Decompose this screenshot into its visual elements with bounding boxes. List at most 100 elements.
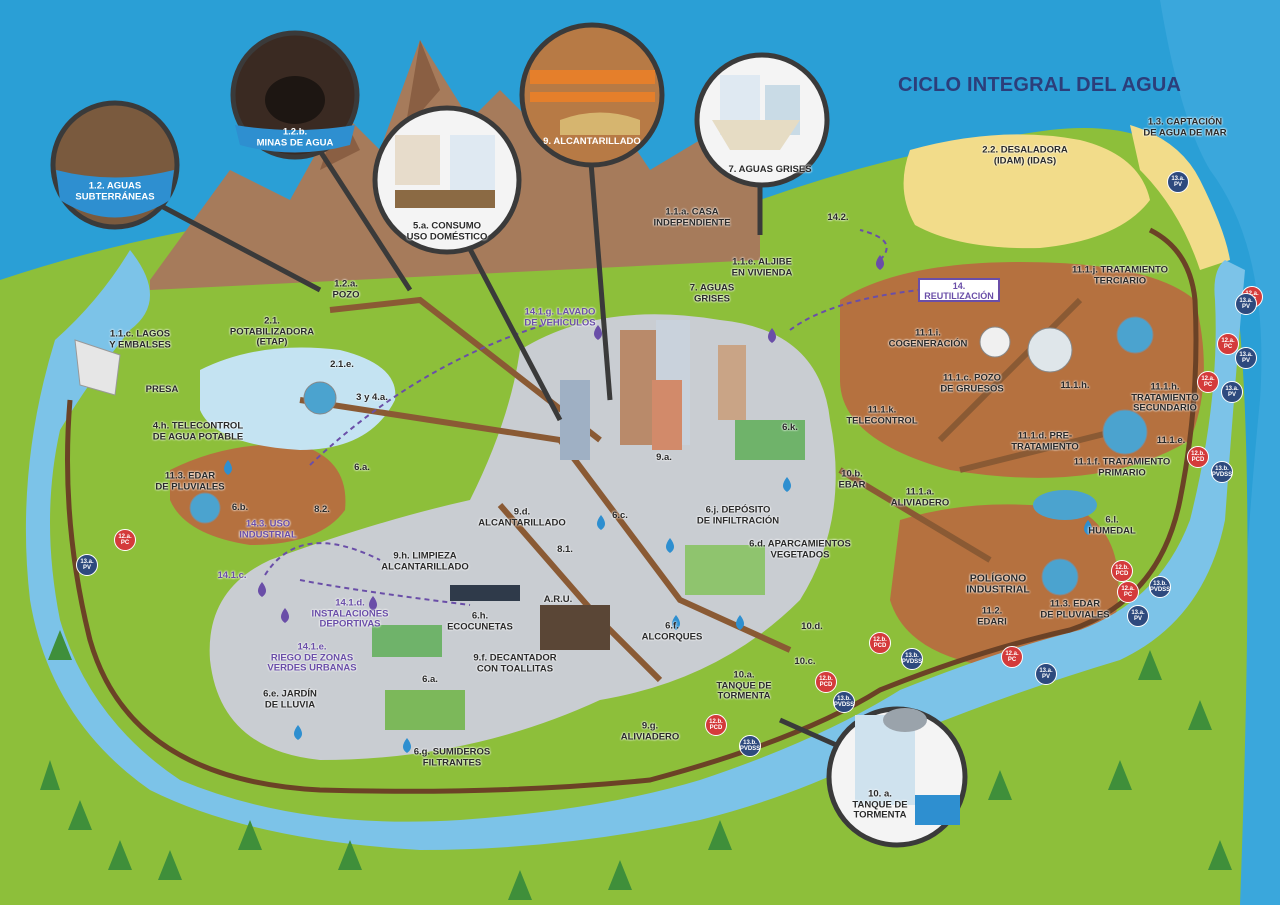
pc-badge: 12.a. PC xyxy=(114,529,136,551)
label-6c: 6.c. xyxy=(612,509,628,521)
label-pretreatment: 11.1.d. PRE- TRATAMIENTO xyxy=(1011,430,1079,452)
label-wetland: 6.l. HUMEDAL xyxy=(1088,514,1136,536)
pv-badge: 13.b. PVDSS xyxy=(1211,461,1233,483)
label-vehicle-wash: 14.1.g. LAVADO DE VEHÍCULOS xyxy=(524,306,596,328)
desalination-area xyxy=(903,134,1150,249)
label-6a-lower: 6.a. xyxy=(422,673,438,685)
label-sports-facilities: 14.1.d. INSTALACIONES DEPORTIVAS xyxy=(311,597,389,630)
water-drop-icons xyxy=(224,460,1092,753)
pv-badge: 13.b. PVDSS xyxy=(739,735,761,757)
parking-green xyxy=(685,545,765,595)
label-81: 8.1. xyxy=(557,543,573,555)
pc-badge: 12.b. PCD xyxy=(1111,560,1133,582)
label-stormwater-edar: 11.3. EDAR DE PLUVIALES xyxy=(155,470,225,492)
label-6a: 6.a. xyxy=(354,461,370,473)
label-well: 1.2.a. POZO xyxy=(332,278,360,300)
sports-field xyxy=(372,625,442,657)
label-111e: 11.1.e. xyxy=(1156,434,1186,446)
label-10a-tank: 10.a. TANQUE DE TORMENTA xyxy=(716,669,772,702)
label-3y4a: 3 y 4.a. xyxy=(356,391,388,403)
label-rain-garden: 6.e. JARDÍN DE LLUVIA xyxy=(263,688,317,710)
callout-grey-water xyxy=(694,52,830,188)
callout-sewer xyxy=(519,22,665,168)
pc-badge: 12.b. PCD xyxy=(705,714,727,736)
label-secondary-treatment: 11.1.h. TRATAMIENTO SECUNDARIO xyxy=(1131,381,1199,414)
label-cistern: 1.1.e. ALJIBE EN VIVIENDA xyxy=(731,256,793,278)
label-10c: 10.c. xyxy=(794,655,816,667)
building xyxy=(620,330,656,445)
label-21e: 2.1.e. xyxy=(330,358,354,370)
pc-badge: 12.a. PC xyxy=(1217,333,1239,355)
wetland xyxy=(1033,490,1097,520)
callout-pointers xyxy=(148,118,872,763)
pc-badge: 12.b. PCD xyxy=(1187,446,1209,468)
label-water-mines: 1.2.b. MINAS DE AGUA xyxy=(256,126,334,148)
drop-icons xyxy=(258,255,884,623)
label-filter-drains: 6.g. SUMIDEROS FILTRANTES xyxy=(413,746,491,768)
biogas-dome xyxy=(979,326,1011,358)
label-industrial-estate: POLÍGONO INDUSTRIAL xyxy=(966,572,1030,595)
tank xyxy=(1027,327,1073,373)
etap-tank xyxy=(303,381,337,415)
label-reuse-142: 14.2. xyxy=(827,211,849,223)
pc-badge: 12.a. PC xyxy=(1001,646,1023,668)
label-ebar: 10.b. EBAR xyxy=(838,468,866,490)
label-111h: 11.1.h. xyxy=(1060,379,1090,391)
label-141c: 14.1.c. xyxy=(217,569,247,581)
pv-badge: 13.b. PVDSS xyxy=(1149,576,1171,598)
label-tree-pits: 6.f. ALCORQUES xyxy=(641,620,703,642)
label-tertiary-treatment: 11.1.j. TRATAMIENTO TERCIARIO xyxy=(1071,264,1169,286)
label-desalination: 2.2. DESALADORA (IDAM) (IDAS) xyxy=(982,144,1068,166)
label-stormwater-edar-2: 11.3. EDAR DE PLUVIALES xyxy=(1040,598,1110,620)
label-storm-tank: 10. a. TANQUE DE TORMENTA xyxy=(852,788,908,821)
label-telecontrol-potable: 4.h. TELECONTROL DE AGUA POTABLE xyxy=(152,420,244,442)
label-aru: A.R.U. xyxy=(543,593,573,605)
pc-badge: 12.b. PCD xyxy=(869,632,891,654)
ecocuneta-road xyxy=(450,585,520,601)
label-6k: 6.k. xyxy=(782,421,798,433)
label-domestic-use: 5.a. CONSUMO USO DOMÉSTICO xyxy=(406,220,488,242)
label-etap: 2.1. POTABILIZADORA (ETAP) xyxy=(229,315,315,348)
pv-badge: 13.b. PVDSS xyxy=(833,691,855,713)
pc-badge: 12.a. PC xyxy=(1197,371,1219,393)
primary-clarifier xyxy=(1102,409,1148,455)
pv-badge: 13.b. PVDSS xyxy=(901,648,923,670)
beach xyxy=(1130,125,1230,270)
label-groundwater: 1.2. AGUAS SUBTERRÁNEAS xyxy=(75,180,155,202)
trees xyxy=(40,630,1232,900)
callout-water-mines xyxy=(230,30,360,160)
building xyxy=(560,380,590,460)
label-primary-treatment: 11.1.f. TRATAMIENTO PRIMARIO xyxy=(1073,456,1171,478)
potable-zone xyxy=(200,347,396,450)
label-decanter: 9.f. DECANTADOR CON TOALLITAS xyxy=(473,652,557,674)
callout-storm-tank xyxy=(826,706,968,848)
label-grey-water-small: 7. AGUAS GRISES xyxy=(689,282,735,304)
label-infiltration-tank: 6.j. DEPÓSITO DE INFILTRACIÓN xyxy=(696,504,780,526)
building xyxy=(652,380,682,450)
callout-domestic-use xyxy=(372,105,522,255)
label-green-irrigation: 14.1.e. RIEGO DE ZONAS VERDES URBANAS xyxy=(267,641,357,674)
secondary-clarifier xyxy=(1116,316,1154,354)
pv-badge: 13.a. PV xyxy=(1127,605,1149,627)
label-cogeneration: 11.1.i. COGENERACIÓN xyxy=(888,327,968,349)
pv-badge: 13.a. PV xyxy=(1035,663,1057,685)
label-sewer-cleaning: 9.h. LIMPIEZA ALCANTARILLADO xyxy=(381,550,469,572)
pv-badge: 13.a. PV xyxy=(1235,293,1257,315)
label-house: 1.1.a. CASA INDEPENDIENTE xyxy=(653,206,731,228)
pv-badge: 13.a. PV xyxy=(76,554,98,576)
label-industrial-use: 14.3. USO INDUSTRIAL xyxy=(239,518,297,540)
pv-badge: 13.a. PV xyxy=(1221,381,1243,403)
page-title: CICLO INTEGRAL DEL AGUA xyxy=(898,74,1182,96)
aru-tank xyxy=(540,605,610,650)
river xyxy=(25,250,1246,850)
label-9d-sewer: 9.d. ALCANTARILLADO xyxy=(478,506,566,528)
label-telecontrol-wwtp: 11.1.k. TELECONTROL xyxy=(846,404,918,426)
stormwater-clarifier xyxy=(189,492,221,524)
label-dam: PRESA xyxy=(145,383,179,395)
industrial-zone xyxy=(890,504,1119,666)
label-vegetated-parking: 6.d. APARCAMIENTOS VEGETADOS xyxy=(749,538,851,560)
label-82: 8.2. xyxy=(314,503,330,515)
label-9g-overflow: 9.g. ALIVIADERO xyxy=(620,720,680,742)
